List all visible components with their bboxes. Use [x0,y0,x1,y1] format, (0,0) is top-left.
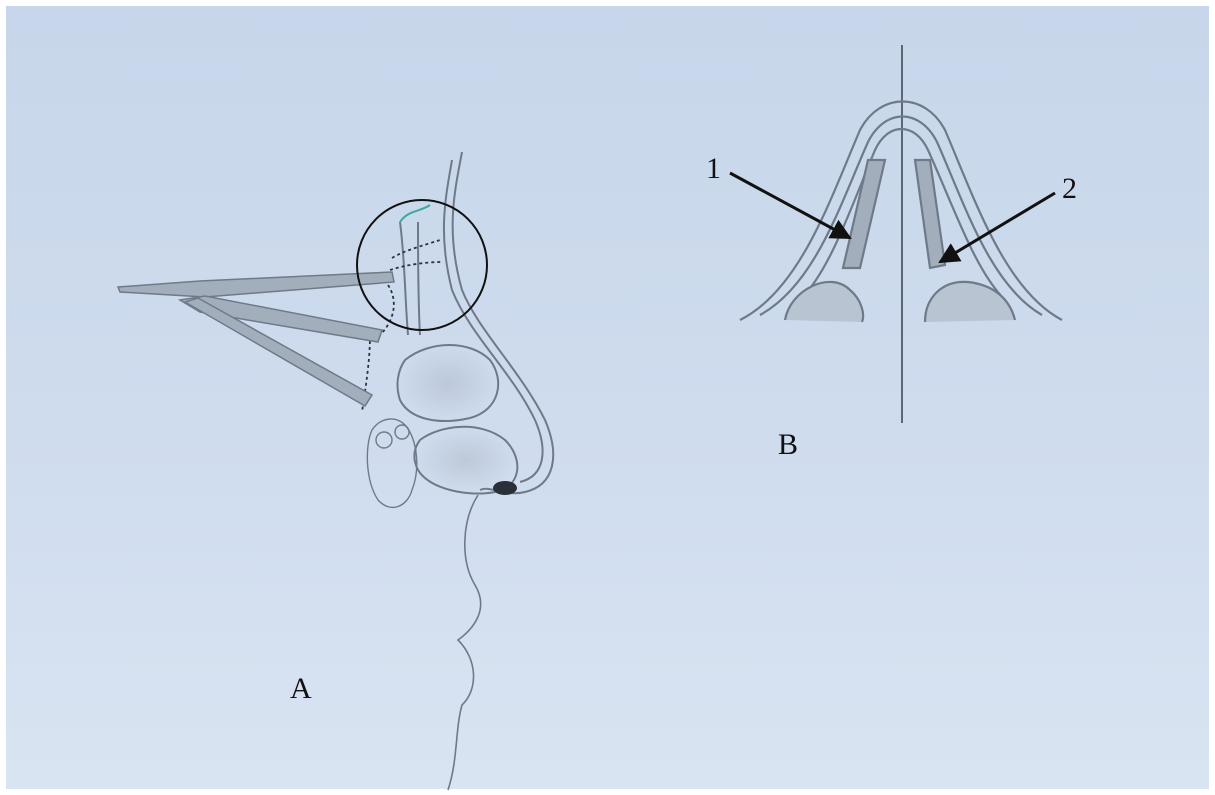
cross-section-drawing [740,45,1062,423]
sinus-circle-1 [376,432,392,448]
bone-right [925,282,1015,322]
septal-strut-inner [418,222,420,335]
nose-profile-drawing [367,152,553,790]
forceps-arm-upper [118,272,394,297]
alar-cartilage [398,345,499,421]
lip-chin-contour [448,495,481,790]
panel-label-a: A [290,672,312,706]
arrow-1 [730,173,850,238]
strut-tip [400,205,430,222]
septal-strut [400,222,408,335]
arrow-2 [940,193,1055,262]
forceps-arm-middle [180,296,382,342]
sinus-circle-2 [395,425,409,439]
detail-circle [357,200,487,330]
panel-label-b: B [778,428,798,462]
callout-arrows [730,173,1055,262]
nostril [493,481,517,495]
callout-label-2: 2 [1062,172,1077,206]
forceps-instrument [118,272,394,406]
bone-left [785,282,863,322]
callout-label-1: 1 [706,152,721,186]
